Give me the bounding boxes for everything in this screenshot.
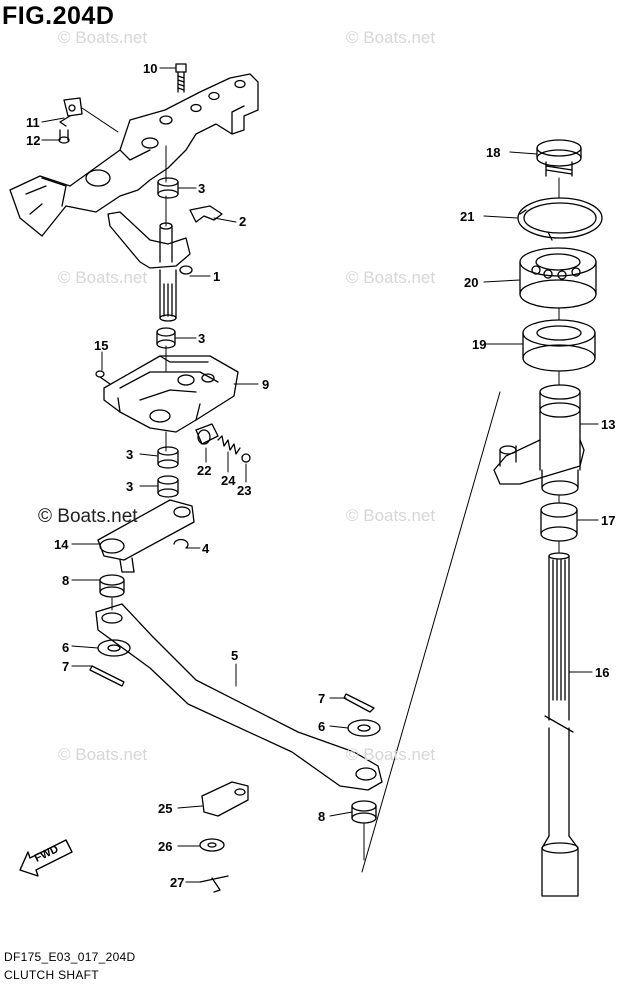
link-rod-5 — [95, 603, 383, 791]
connection-lines — [81, 107, 560, 873]
callout-6: 6 — [62, 640, 70, 655]
clutch-bracket — [9, 73, 259, 237]
figure-name: CLUTCH SHAFT — [4, 968, 99, 982]
callout-9: 9 — [262, 377, 270, 392]
callout-22: 22 — [197, 463, 212, 478]
callout-19: 19 — [472, 337, 487, 352]
callout-3: 3 — [126, 479, 134, 494]
spring-24 — [217, 435, 241, 455]
bushing-8b — [351, 800, 377, 824]
callout-23: 23 — [237, 483, 252, 498]
callout-26: 26 — [158, 839, 173, 854]
watermark: © Boats.net — [346, 745, 436, 764]
e-clip-4 — [173, 538, 189, 549]
callout-8: 8 — [318, 809, 326, 824]
plug-18 — [536, 139, 582, 177]
bearing-20 — [519, 247, 597, 309]
bushing-3c — [157, 446, 179, 469]
watermark: © Boats.net — [346, 28, 436, 47]
callout-5: 5 — [231, 648, 239, 663]
callout-8: 8 — [62, 573, 70, 588]
callout-15: 15 — [94, 338, 109, 353]
callout-27: 27 — [170, 875, 185, 890]
arm-25 — [201, 781, 249, 817]
cotter-pin-7b — [343, 693, 375, 713]
washer-26 — [199, 838, 225, 852]
cotter-pin-7a — [89, 665, 125, 687]
callout-1: 1 — [213, 269, 221, 284]
callout-3: 3 — [126, 447, 134, 462]
callout-24: 24 — [221, 473, 236, 488]
lever-13 — [493, 384, 585, 496]
snap-ring-21 — [517, 197, 603, 241]
callout-3: 3 — [198, 331, 206, 346]
bolt-10 — [175, 63, 187, 93]
figure-title: FIG.204D — [2, 2, 115, 30]
callout-11: 11 — [26, 115, 40, 130]
bushing-8a — [99, 574, 125, 598]
watermark: © Boats.net — [58, 268, 148, 287]
callout-2: 2 — [239, 214, 247, 229]
watermark: © Boats.net — [58, 28, 148, 47]
bushing-3d — [157, 475, 179, 498]
fwd-arrow-icon — [19, 839, 73, 877]
callout-13: 13 — [601, 417, 616, 432]
watermark: © Boats.net — [346, 506, 436, 525]
callout-17: 17 — [601, 513, 616, 528]
callout-4: 4 — [202, 541, 210, 556]
clip-11 — [59, 97, 83, 127]
watermark: © Boats.net — [346, 268, 436, 287]
bushing-3b — [156, 327, 176, 349]
lever-14 — [97, 499, 195, 573]
callout-7: 7 — [62, 659, 70, 674]
washer-6b — [347, 719, 381, 737]
bushing-17 — [540, 502, 578, 542]
pin-27 — [199, 875, 229, 893]
clutch-shaft-16 — [541, 552, 579, 897]
callout-3: 3 — [198, 181, 206, 196]
watermark: © Boats.net — [38, 506, 138, 527]
figure-code: DF175_E03_017_204D — [4, 950, 136, 964]
ball-23 — [241, 453, 251, 463]
callout-25: 25 — [158, 801, 173, 816]
callout-20: 20 — [464, 275, 479, 290]
clip-2 — [189, 205, 223, 223]
callout-10: 10 — [143, 61, 158, 76]
housing-9 — [103, 355, 239, 433]
callout-14: 14 — [54, 537, 69, 552]
shift-lever-1 — [107, 211, 193, 322]
plunger-22 — [195, 423, 219, 445]
bushing-3a — [157, 177, 179, 199]
callout-18: 18 — [486, 145, 501, 160]
callout-6: 6 — [318, 719, 326, 734]
bolt-12 — [58, 129, 70, 144]
leader-lines — [41, 67, 599, 883]
callout-7: 7 — [318, 691, 326, 706]
seal-19 — [522, 319, 596, 372]
callout-12: 12 — [26, 133, 41, 148]
callout-21: 21 — [460, 209, 475, 224]
screw-15 — [95, 370, 111, 385]
callout-16: 16 — [595, 665, 610, 680]
watermark: © Boats.net — [58, 745, 148, 764]
